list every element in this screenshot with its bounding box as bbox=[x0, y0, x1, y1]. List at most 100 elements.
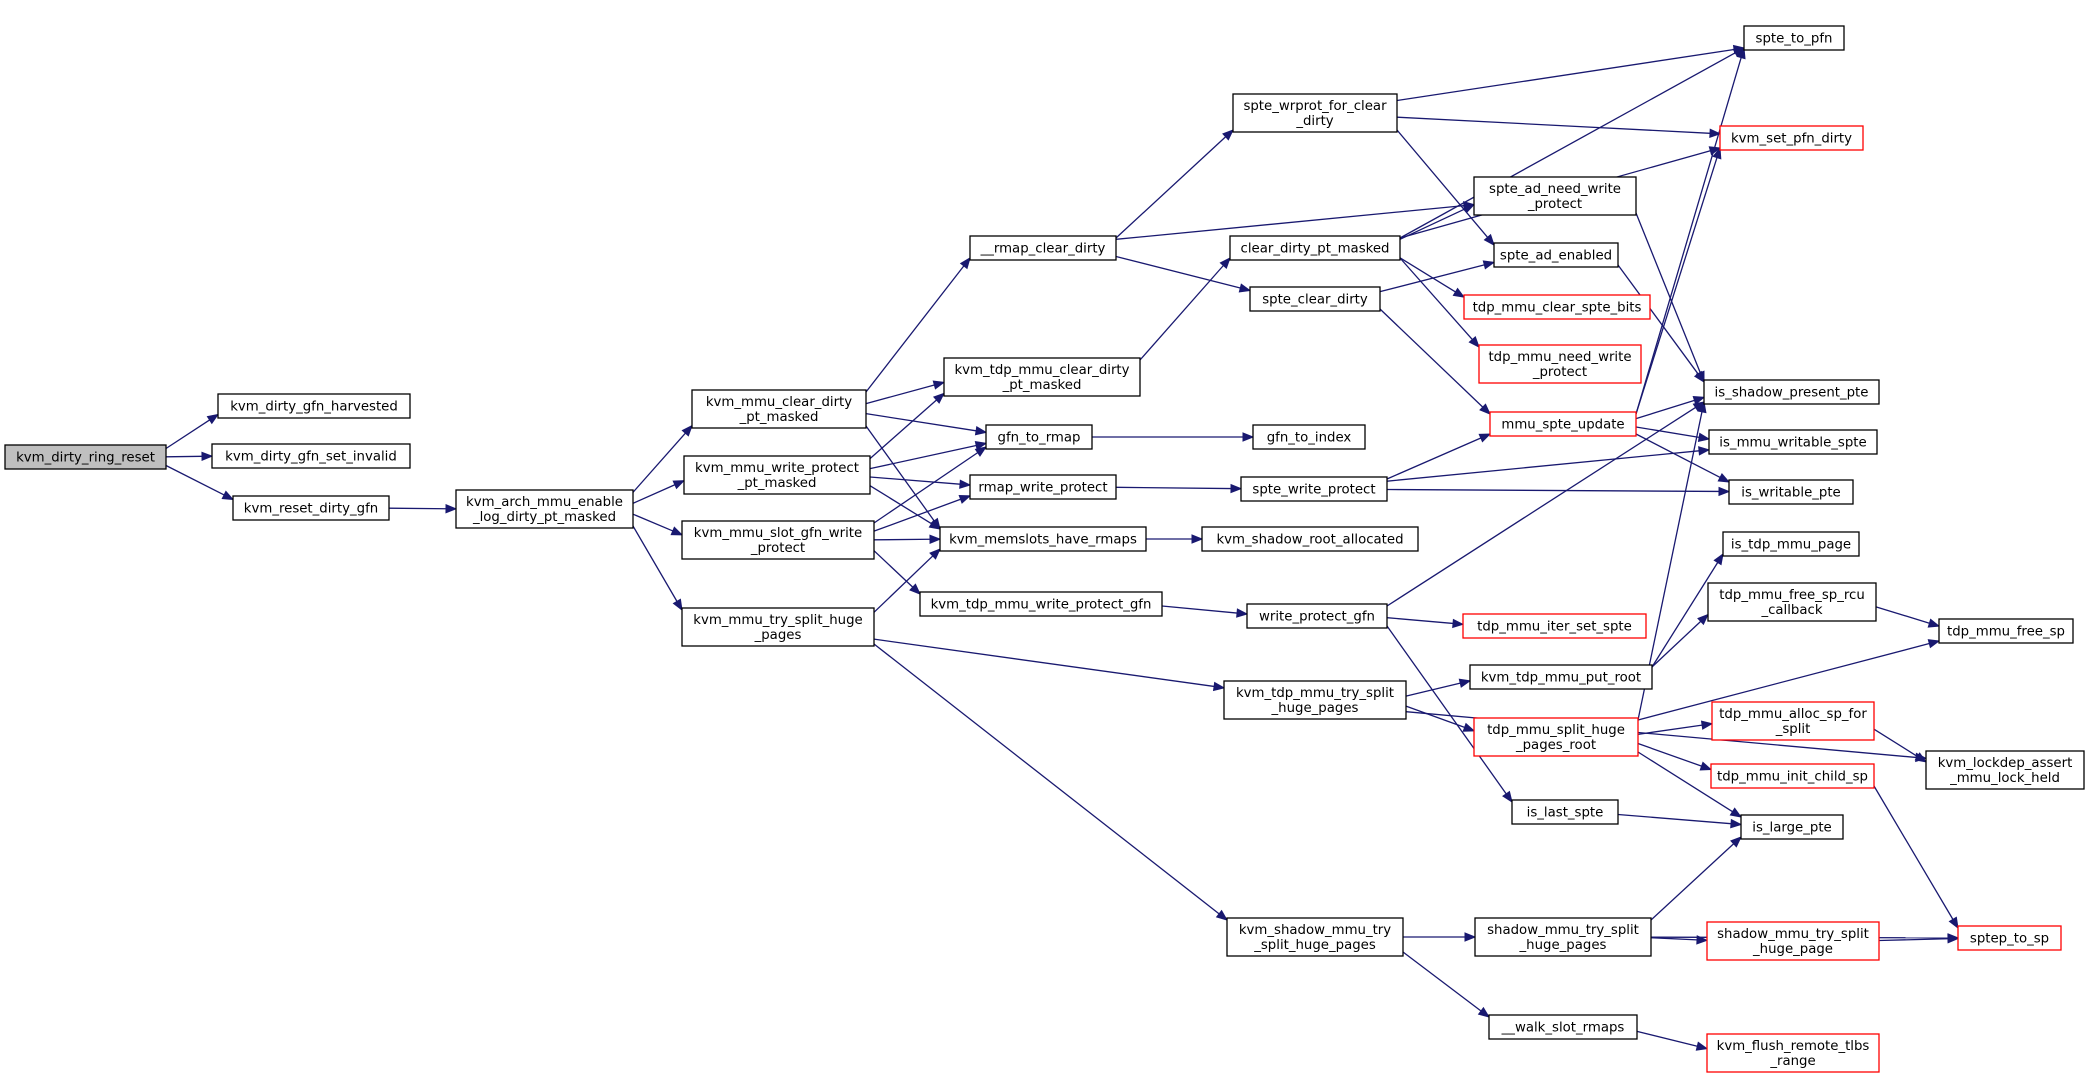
function-node-kvm_reset_dirty_gfn[interactable]: kvm_reset_dirty_gfn bbox=[232, 495, 390, 521]
function-node-is_mmu_writable_spte[interactable]: is_mmu_writable_spte bbox=[1708, 429, 1878, 455]
call-edge-kvm_mmu_clear_dirty_pt_masked-to-kvm_tdp_mmu_clear_dirty_pt_masked bbox=[865, 380, 946, 405]
function-node-box bbox=[1511, 799, 1619, 825]
function-node-write_protect_gfn[interactable]: write_protect_gfn bbox=[1246, 603, 1388, 629]
function-node-box bbox=[985, 424, 1093, 450]
function-node-box bbox=[1489, 411, 1637, 437]
function-node-box bbox=[1488, 1014, 1638, 1040]
function-node-box bbox=[1703, 379, 1880, 405]
function-node-label: kvm_tdp_mmu_clear_dirty bbox=[954, 363, 1129, 378]
call-edge-tdp_mmu_split_huge_pages_root-to-tdp_mmu_free_sp bbox=[1637, 639, 1941, 721]
function-node-tdp_mmu_alloc_sp_for_split[interactable]: tdp_mmu_alloc_sp_for_split bbox=[1711, 701, 1875, 741]
function-node-tdp_mmu_free_sp[interactable]: tdp_mmu_free_sp bbox=[1938, 618, 2074, 644]
call-edge-kvm_memslots_have_rmaps-to-kvm_shadow_root_allocated bbox=[1146, 534, 1204, 544]
function-node-shadow_mmu_try_split_huge_pages[interactable]: shadow_mmu_try_split_huge_pages bbox=[1474, 917, 1652, 957]
function-node-kvm_arch_mmu_enable_log_dirty_pt_masked[interactable]: kvm_arch_mmu_enable_log_dirty_pt_masked bbox=[455, 489, 634, 529]
function-node-kvm_shadow_mmu_try_split_huge_pages[interactable]: kvm_shadow_mmu_try_split_huge_pages bbox=[1226, 917, 1404, 957]
function-node-box bbox=[1469, 664, 1653, 690]
function-node-is_large_pte[interactable]: is_large_pte bbox=[1740, 814, 1844, 840]
function-node-box bbox=[1229, 235, 1401, 261]
function-node-tdp_mmu_init_child_sp[interactable]: tdp_mmu_init_child_sp bbox=[1710, 763, 1875, 789]
call-edge-kvm_arch_mmu_enable_log_dirty_pt_masked-to-kvm_mmu_slot_gfn_write_protect bbox=[632, 513, 684, 536]
function-node-clear_dirty_pt_masked[interactable]: clear_dirty_pt_masked bbox=[1229, 235, 1401, 261]
function-node-gfn_to_index[interactable]: gfn_to_index bbox=[1252, 424, 1366, 450]
function-node-box bbox=[1478, 344, 1642, 384]
call-edge-spte_clear_dirty-to-mmu_spte_update bbox=[1379, 308, 1491, 415]
function-node-spte_ad_enabled[interactable]: spte_ad_enabled bbox=[1493, 242, 1619, 268]
function-node-is_last_spte[interactable]: is_last_spte bbox=[1511, 799, 1619, 825]
function-node-is_writable_pte[interactable]: is_writable_pte bbox=[1728, 479, 1854, 505]
function-node-box bbox=[1252, 424, 1366, 450]
call-graph-nodes: kvm_dirty_ring_reset kvm_dirty_gfn_harves… bbox=[4, 25, 2085, 1073]
function-node-kvm_memslots_have_rmaps[interactable]: kvm_memslots_have_rmaps bbox=[939, 526, 1147, 552]
function-node-is_shadow_present_pte[interactable]: is_shadow_present_pte bbox=[1703, 379, 1880, 405]
function-node-box bbox=[1938, 618, 2074, 644]
function-node-kvm_flush_remote_tlbs_range[interactable]: kvm_flush_remote_tlbs_range bbox=[1706, 1033, 1880, 1073]
function-node-rmap_write_protect[interactable]: rmap_write_protect bbox=[969, 474, 1117, 500]
function-node-mmu_spte_update[interactable]: mmu_spte_update bbox=[1489, 411, 1637, 437]
call-edge-kvm_mmu_slot_gfn_write_protect-to-kvm_memslots_have_rmaps bbox=[873, 534, 942, 545]
function-node-kvm_lockdep_assert_mmu_lock_held[interactable]: kvm_lockdep_assert_mmu_lock_held bbox=[1925, 750, 2085, 790]
function-node-label: is_tdp_mmu_page bbox=[1731, 538, 1851, 553]
function-node-spte_ad_need_write_protect[interactable]: spte_ad_need_write_protect bbox=[1473, 176, 1637, 216]
function-node-tdp_mmu_iter_set_spte[interactable]: tdp_mmu_iter_set_spte bbox=[1462, 613, 1647, 639]
function-node-kvm_mmu_try_split_huge_pages[interactable]: kvm_mmu_try_split_huge_pages bbox=[681, 607, 875, 647]
function-node-tdp_mmu_need_write_protect[interactable]: tdp_mmu_need_write_protect bbox=[1478, 344, 1642, 384]
function-node-label: kvm_memslots_have_rmaps bbox=[949, 533, 1137, 548]
function-node-label: _huge_page bbox=[1752, 942, 1833, 957]
call-edge-kvm_tdp_mmu_clear_dirty_pt_masked-to-clear_dirty_pt_masked bbox=[1139, 256, 1231, 361]
function-node-label: kvm_mmu_clear_dirty bbox=[706, 395, 852, 410]
function-node-tdp_mmu_free_sp_rcu_callback[interactable]: tdp_mmu_free_sp_rcu_callback bbox=[1707, 582, 1877, 622]
function-node-kvm_dirty_gfn_harvested[interactable]: kvm_dirty_gfn_harvested bbox=[217, 393, 411, 419]
function-node-sptep_to_sp[interactable]: sptep_to_sp bbox=[1957, 925, 2062, 951]
function-node-box bbox=[1462, 613, 1647, 639]
function-node-kvm_dirty_ring_reset[interactable]: kvm_dirty_ring_reset bbox=[4, 444, 167, 470]
function-node-label: spte_wrprot_for_clear bbox=[1243, 99, 1387, 114]
function-node-__walk_slot_rmaps[interactable]: __walk_slot_rmaps bbox=[1488, 1014, 1638, 1040]
function-node-spte_clear_dirty[interactable]: spte_clear_dirty bbox=[1249, 286, 1381, 312]
function-node-label: spte_ad_enabled bbox=[1500, 249, 1612, 264]
function-node-label: _log_dirty_pt_masked bbox=[472, 510, 616, 525]
function-node-kvm_tdp_mmu_clear_dirty_pt_masked[interactable]: kvm_tdp_mmu_clear_dirty_pt_masked bbox=[943, 357, 1141, 397]
function-node-spte_write_protect[interactable]: spte_write_protect bbox=[1240, 476, 1388, 502]
call-edge-mmu_spte_update-to-spte_to_pfn bbox=[1635, 46, 1746, 415]
function-node-tdp_mmu_clear_spte_bits[interactable]: tdp_mmu_clear_spte_bits bbox=[1463, 294, 1651, 320]
function-node-__rmap_clear_dirty[interactable]: __rmap_clear_dirty bbox=[969, 235, 1117, 261]
function-node-label: gfn_to_rmap bbox=[998, 431, 1081, 446]
function-node-kvm_tdp_mmu_try_split_huge_pages[interactable]: kvm_tdp_mmu_try_split_huge_pages bbox=[1223, 680, 1407, 720]
function-node-label: write_protect_gfn bbox=[1259, 610, 1375, 625]
function-node-label: kvm_shadow_mmu_try bbox=[1239, 923, 1391, 938]
call-edge-kvm_mmu_try_split_huge_pages-to-kvm_memslots_have_rmaps bbox=[873, 548, 941, 613]
call-edge-mmu_spte_update-to-is_mmu_writable_spte bbox=[1635, 426, 1711, 442]
function-node-tdp_mmu_split_huge_pages_root[interactable]: tdp_mmu_split_huge_pages_root bbox=[1473, 717, 1639, 757]
function-node-kvm_tdp_mmu_put_root[interactable]: kvm_tdp_mmu_put_root bbox=[1469, 664, 1653, 690]
function-node-label: _pt_masked bbox=[1002, 378, 1082, 393]
function-node-box bbox=[1474, 917, 1652, 957]
function-node-label: tdp_mmu_init_child_sp bbox=[1717, 770, 1868, 785]
function-node-label: kvm_tdp_mmu_write_protect_gfn bbox=[931, 598, 1152, 613]
function-node-spte_wrprot_for_clear_dirty[interactable]: spte_wrprot_for_clear_dirty bbox=[1232, 93, 1398, 133]
call-edge-kvm_shadow_mmu_try_split_huge_pages-to-shadow_mmu_try_split_huge_pages bbox=[1403, 932, 1477, 942]
function-node-kvm_tdp_mmu_write_protect_gfn[interactable]: kvm_tdp_mmu_write_protect_gfn bbox=[919, 591, 1163, 617]
call-edge-tdp_mmu_split_huge_pages_root-to-tdp_mmu_init_child_sp bbox=[1637, 742, 1713, 771]
call-edge-spte_clear_dirty-to-spte_ad_enabled bbox=[1379, 260, 1496, 293]
function-node-gfn_to_rmap[interactable]: gfn_to_rmap bbox=[985, 424, 1093, 450]
function-node-kvm_mmu_write_protect_pt_masked[interactable]: kvm_mmu_write_protect_pt_masked bbox=[683, 455, 871, 495]
function-node-shadow_mmu_try_split_huge_page[interactable]: shadow_mmu_try_split_huge_page bbox=[1706, 921, 1880, 961]
function-node-label: _protect bbox=[1532, 365, 1587, 380]
function-node-box bbox=[217, 393, 411, 419]
function-node-kvm_mmu_slot_gfn_write_protect[interactable]: kvm_mmu_slot_gfn_write_protect bbox=[681, 520, 875, 560]
function-node-kvm_mmu_clear_dirty_pt_masked[interactable]: kvm_mmu_clear_dirty_pt_masked bbox=[691, 389, 867, 429]
function-node-label: kvm_dirty_gfn_set_invalid bbox=[225, 450, 397, 465]
function-node-label: _huge_pages bbox=[1271, 701, 1359, 716]
function-node-label: kvm_shadow_root_allocated bbox=[1216, 533, 1403, 548]
function-node-kvm_set_pfn_dirty[interactable]: kvm_set_pfn_dirty bbox=[1719, 125, 1864, 151]
function-node-kvm_dirty_gfn_set_invalid[interactable]: kvm_dirty_gfn_set_invalid bbox=[211, 443, 411, 469]
function-node-label: kvm_reset_dirty_gfn bbox=[244, 502, 378, 517]
function-node-label: tdp_mmu_iter_set_spte bbox=[1477, 620, 1632, 635]
function-node-label: tdp_mmu_need_write bbox=[1488, 350, 1631, 365]
function-node-box bbox=[211, 443, 411, 469]
function-node-is_tdp_mmu_page[interactable]: is_tdp_mmu_page bbox=[1722, 531, 1860, 557]
function-node-kvm_shadow_root_allocated[interactable]: kvm_shadow_root_allocated bbox=[1201, 526, 1419, 552]
function-node-spte_to_pfn[interactable]: spte_to_pfn bbox=[1743, 25, 1845, 51]
function-node-box bbox=[1223, 680, 1407, 720]
